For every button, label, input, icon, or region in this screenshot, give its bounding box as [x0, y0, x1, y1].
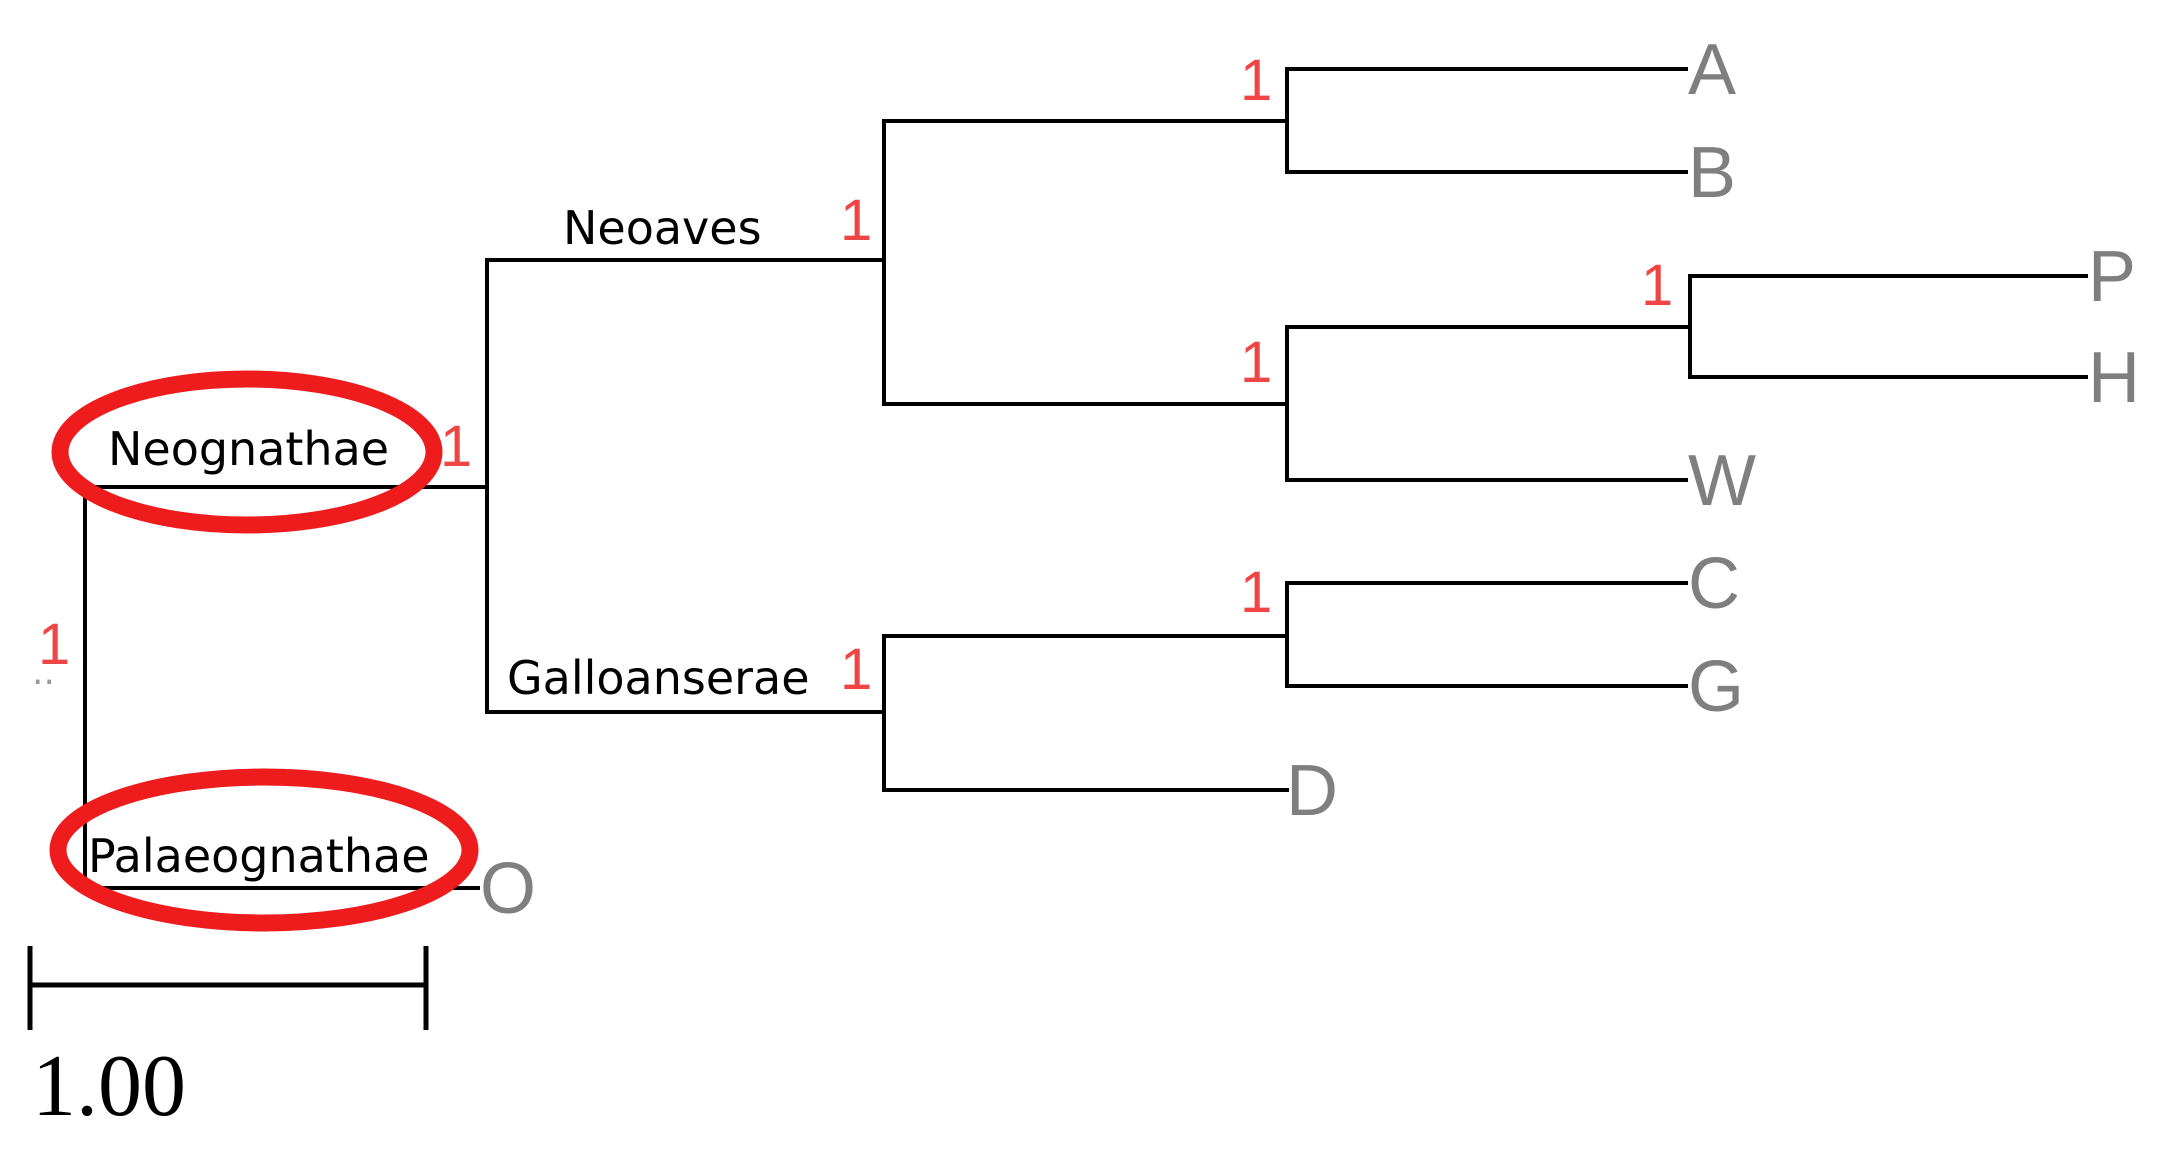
palaeognathae-highlight-ellipse	[49, 768, 479, 932]
scale-bar: 1.00	[27, 946, 429, 1135]
tip-label-p: P	[2088, 237, 2136, 317]
support-values: 1 1 1 1 1 1 1 1 ··	[32, 48, 1673, 703]
support-value-galloanserae: 1	[840, 637, 872, 702]
support-value-root: 1	[38, 612, 70, 677]
neognathae-highlight-ellipse	[51, 370, 443, 534]
tip-label-w: W	[1688, 441, 1756, 521]
support-value-cg: 1	[1240, 560, 1272, 625]
clade-label-palaeognathae: Palaeognathae	[88, 829, 430, 883]
tip-label-c: C	[1688, 544, 1740, 624]
support-value-phw: 1	[1240, 330, 1272, 395]
support-value-neoaves: 1	[840, 188, 872, 253]
clade-label-neoaves: Neoaves	[563, 201, 762, 255]
clade-label-galloanserae: Galloanserae	[507, 651, 810, 705]
tip-label-b: B	[1688, 133, 1736, 213]
support-value-ph: 1	[1641, 253, 1673, 318]
clade-labels: Neoaves Galloanserae Neognathae Palaeogn…	[88, 201, 810, 883]
tip-label-o: O	[480, 849, 536, 929]
support-value-neognathae: 1	[440, 414, 472, 479]
tip-label-a: A	[1688, 30, 1736, 110]
tip-label-h: H	[2088, 338, 2140, 418]
tip-label-d: D	[1286, 751, 1338, 831]
scale-bar-label: 1.00	[32, 1038, 186, 1135]
clade-label-neognathae: Neognathae	[108, 422, 389, 476]
tree-branches	[83, 67, 2088, 890]
support-value-ab: 1	[1240, 48, 1272, 113]
ellipsis-marker: ··	[32, 662, 55, 703]
highlight-annotations	[49, 370, 479, 932]
tip-labels: A B P H W C G D O	[480, 30, 2140, 929]
tip-label-g: G	[1688, 647, 1744, 727]
